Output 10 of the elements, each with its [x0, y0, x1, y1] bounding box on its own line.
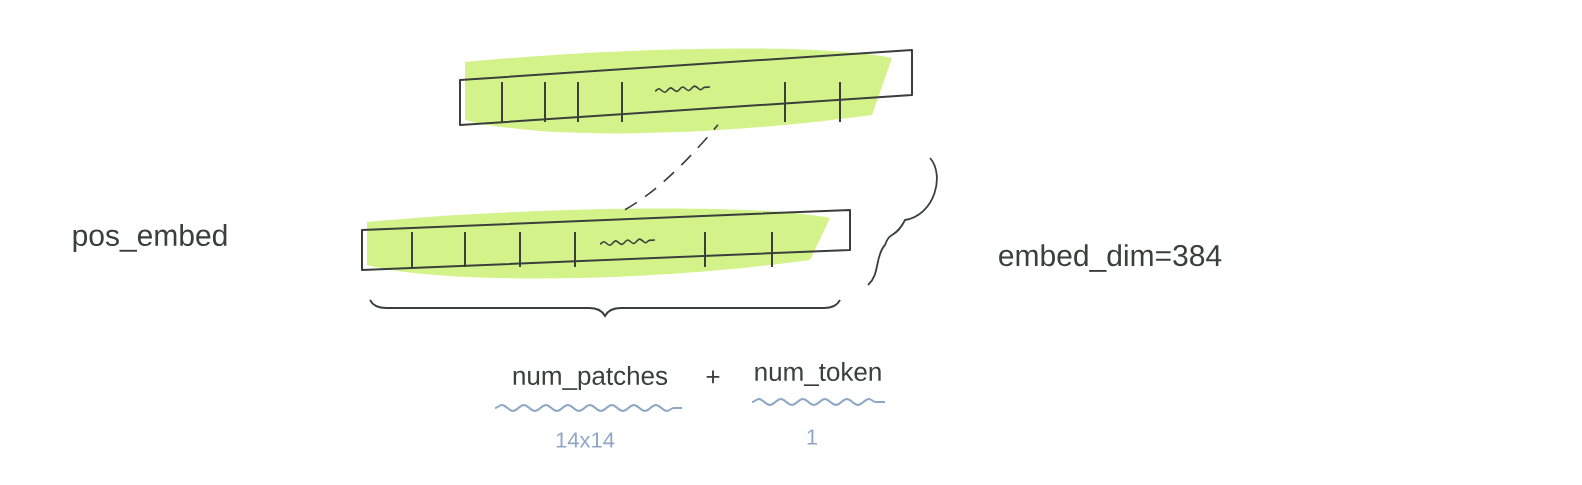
- handwritten-label: embed_dim=384: [999, 244, 1222, 272]
- handwritten-label: 14x14: [556, 432, 615, 448]
- handwritten-label: 1: [807, 429, 818, 445]
- handwritten-label: num_token: [755, 362, 881, 386]
- embedding-bar-drawing: [361, 208, 851, 279]
- handwritten-label: pos_embed: [73, 224, 227, 252]
- handwritten-label: num_patches: [513, 365, 668, 391]
- dashed-line: [624, 123, 719, 211]
- embedding-bar-drawing: [459, 48, 913, 134]
- handwritten-label: +: [706, 370, 720, 384]
